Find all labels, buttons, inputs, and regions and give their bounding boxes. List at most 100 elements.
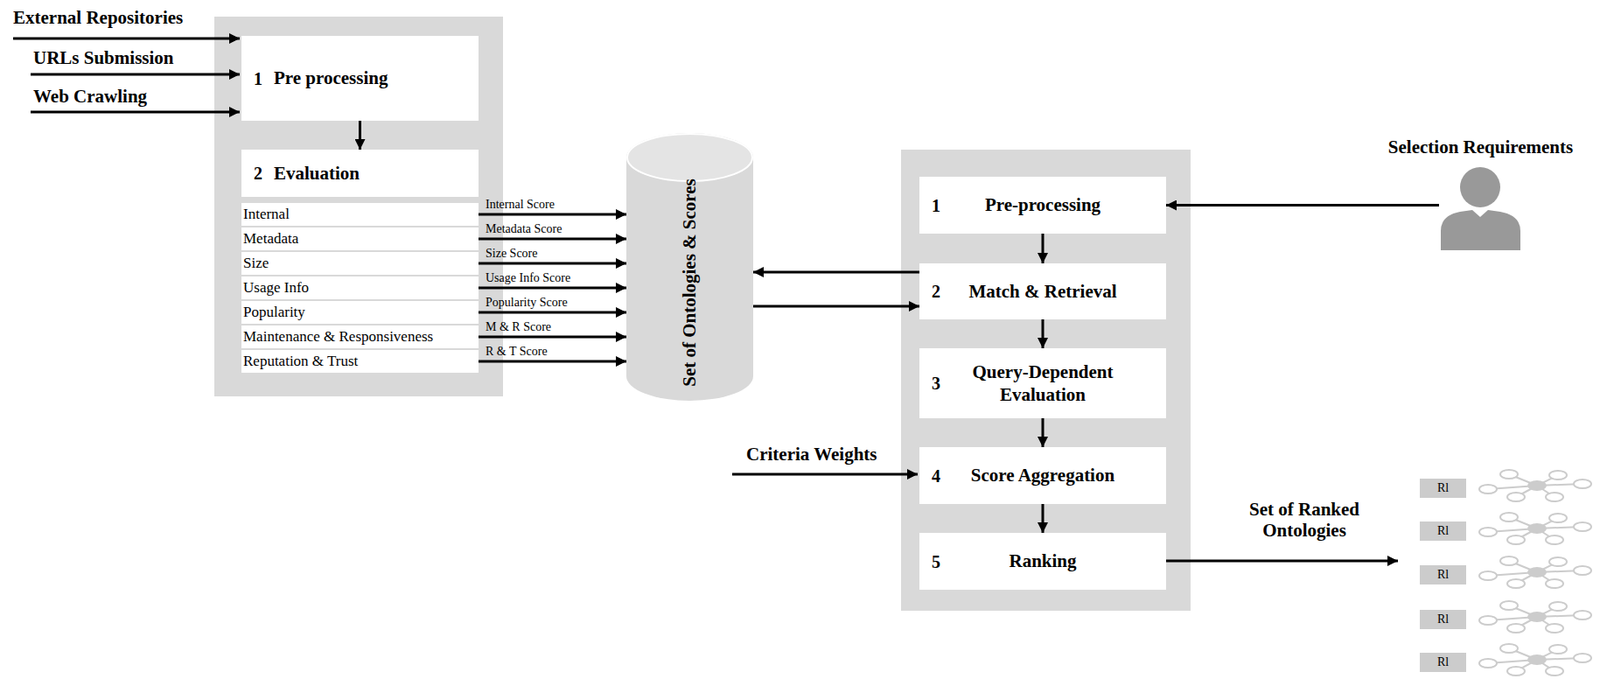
flow-arrow — [1041, 319, 1045, 349]
input-arrow — [30, 73, 240, 77]
step-title: Score Aggregation — [944, 463, 1141, 487]
annotation-label: Criteria Weights — [746, 443, 878, 466]
step-title: Evaluation — [241, 161, 360, 185]
flow-arrow — [358, 120, 362, 150]
flow-arrow — [1166, 203, 1440, 207]
icon-node — [1545, 535, 1564, 545]
flow-arrow — [753, 305, 920, 308]
icon-node — [1573, 610, 1592, 620]
score-label: Popularity Score — [485, 295, 568, 310]
node-text: Size — [241, 254, 269, 273]
step-number: 2 — [931, 281, 941, 302]
rank-tag: Rl — [1419, 478, 1467, 498]
cylinder-top — [627, 133, 753, 182]
score-label: Size Score — [485, 246, 538, 261]
node-text: Rl — [1437, 655, 1449, 670]
person-head — [1460, 167, 1501, 208]
node-text: Usage Info — [241, 279, 309, 297]
flow-arrow — [1041, 233, 1045, 264]
node-text: Rl — [1437, 524, 1449, 538]
process-box: 3Query-Dependent Evaluation — [919, 348, 1167, 419]
criterion-box: Metadata — [241, 227, 479, 251]
flow-arrow — [478, 286, 627, 290]
step-title: Ranking — [982, 549, 1103, 573]
rank-tag: Rl — [1419, 565, 1467, 585]
icon-node — [1573, 653, 1592, 663]
icon-node — [1545, 623, 1564, 633]
right-panel — [901, 149, 1191, 611]
store-label: Set of Ontologies & Scores — [678, 177, 701, 388]
flow-arrow — [478, 360, 627, 364]
criterion-box: Internal — [241, 202, 479, 226]
flow-arrow — [478, 262, 627, 266]
annotation-label: Set of Ranked Ontologies — [1229, 498, 1379, 541]
cylinder-body — [626, 132, 754, 401]
icon-node — [1549, 557, 1567, 566]
input-arrow — [30, 111, 240, 114]
node-text: Internal — [241, 205, 290, 224]
icon-node — [1500, 643, 1518, 653]
step-number: 1 — [931, 195, 941, 216]
icon-node — [1549, 644, 1567, 654]
icon-node — [1507, 623, 1525, 633]
icon-node — [1549, 470, 1567, 480]
process-box: 4Score Aggregation — [919, 447, 1167, 504]
flow-arrow — [478, 311, 627, 315]
icon-node — [1479, 527, 1497, 537]
person-body — [1440, 209, 1521, 251]
score-label: M & R Score — [485, 320, 552, 335]
rank-tag: Rl — [1419, 609, 1467, 629]
flow-arrow — [478, 237, 627, 241]
icon-node — [1507, 492, 1525, 502]
ontology-icons — [1479, 469, 1592, 676]
icon-node — [1549, 513, 1567, 523]
icon-node — [1573, 522, 1592, 532]
node-text: Rl — [1437, 567, 1449, 582]
flow-arrow — [753, 271, 920, 274]
process-box: 2Match & Retrieval — [919, 263, 1167, 320]
step-number: 2 — [253, 163, 263, 184]
icon-node — [1545, 666, 1564, 676]
criterion-box: Size — [241, 251, 479, 275]
icon-node — [1500, 469, 1518, 479]
step-number: 1 — [253, 68, 263, 89]
flow-arrow — [1041, 503, 1045, 533]
annotation-label: External Repositories — [13, 6, 183, 29]
icon-hub — [1527, 480, 1547, 491]
icon-node — [1479, 484, 1497, 494]
criterion-box: Popularity — [241, 300, 479, 324]
node-text: Rl — [1437, 481, 1449, 496]
step-title: Match & Retrieval — [942, 279, 1143, 303]
icon-hub — [1527, 523, 1547, 534]
annotation-label: Web Crawling — [33, 85, 147, 108]
input-arrow — [13, 37, 240, 41]
icon-node — [1500, 556, 1518, 566]
weights-arrow — [732, 473, 918, 476]
step-title: Pre-processing — [958, 193, 1127, 217]
flow-arrow — [478, 213, 627, 217]
icon-node — [1573, 565, 1592, 575]
process-box: 5 Ranking — [919, 532, 1167, 590]
score-label: R & T Score — [485, 344, 548, 359]
step-number: 4 — [931, 465, 941, 486]
icon-hub — [1527, 611, 1547, 622]
criterion-box: Maintenance & Responsiveness — [241, 325, 479, 349]
icon-node — [1507, 666, 1525, 676]
score-label: Usage Info Score — [485, 271, 571, 286]
score-label: Metadata Score — [485, 222, 562, 237]
icon-hub — [1527, 566, 1547, 578]
node-text: Rl — [1437, 612, 1449, 627]
flow-arrow — [1041, 418, 1045, 448]
icon-node — [1479, 658, 1497, 668]
criterion-box: Reputation & Trust — [241, 349, 479, 373]
icon-node — [1507, 535, 1525, 545]
score-label: Internal Score — [485, 197, 555, 212]
icon-hub — [1527, 654, 1547, 665]
rank-tag: Rl — [1419, 521, 1467, 541]
node-text: Popularity — [241, 303, 306, 322]
step-number: 5 — [931, 551, 941, 572]
database-cylinder: Set of Ontologies & Scores — [626, 132, 754, 401]
step-title: Pre processing — [241, 66, 388, 90]
